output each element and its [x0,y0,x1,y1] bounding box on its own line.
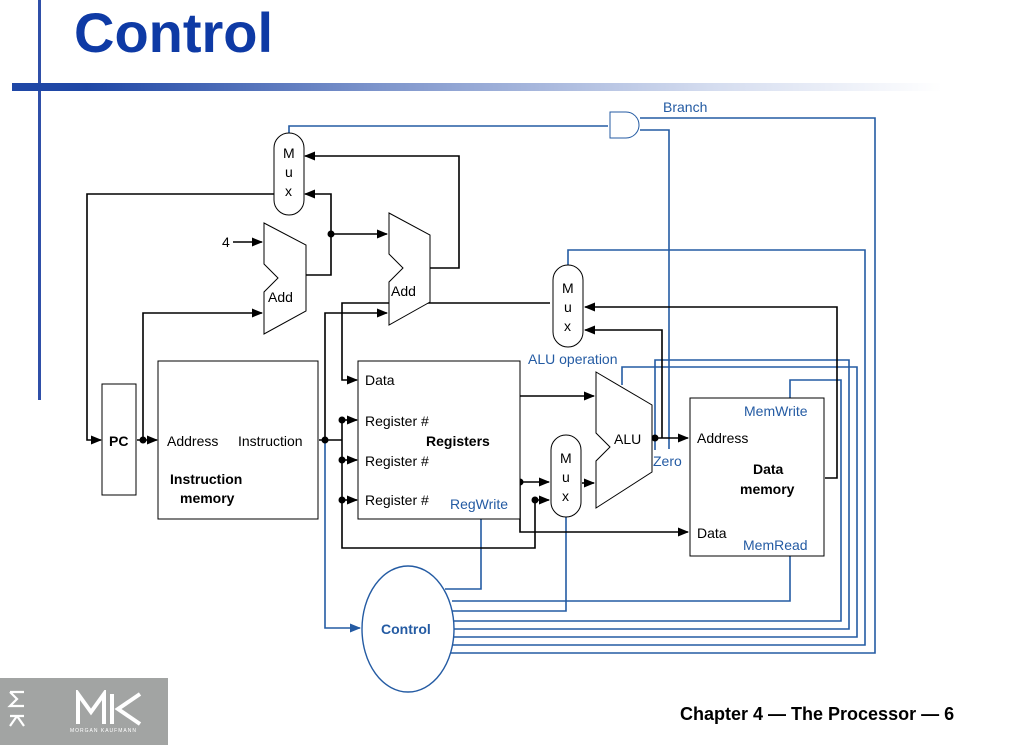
imem-name-line2: memory [180,490,235,506]
mux3-letter-u: u [562,469,570,485]
mux1-letter-u: u [285,164,293,180]
mux2-letter-u: u [564,299,572,315]
reg-register2-label: Register # [365,453,429,469]
slide-footer: Chapter 4 — The Processor — 6 [680,704,955,724]
data-memory-block [689,397,825,557]
add1-label: Add [268,289,293,305]
mux1-letter-m: M [283,145,295,161]
branch-and-gate [609,111,640,139]
dmem-name-line1: Data [753,461,784,477]
registers-name: Registers [426,433,490,449]
control-signal-wires [288,117,876,654]
imem-address-label: Address [167,433,218,449]
memwrite-label: MemWrite [744,403,808,419]
mux3-letter-m: M [560,450,572,466]
slide-title: Control [74,1,274,64]
pc-label: PC [109,433,128,449]
branch-adder [388,212,431,326]
register-file-block [357,360,521,520]
imem-name-line1: Instruction [170,471,242,487]
reg-register3-label: Register # [365,492,429,508]
dmem-address-label: Address [697,430,748,446]
mk-logo-icon [76,690,142,726]
memtoreg-mux [552,264,584,348]
pc-register [101,383,137,496]
add2-label: Add [391,283,416,299]
reg-data-label: Data [365,372,395,388]
mux2-letter-x: x [564,318,571,334]
dmem-data-label: Data [697,525,727,541]
slide-left-accent-bar [38,0,41,400]
mk-side-logo-icon [7,690,25,727]
dmem-name-line2: memory [740,481,795,497]
control-unit [361,565,455,693]
pc-source-mux [273,132,305,216]
title-underline [12,83,942,91]
memread-label: MemRead [743,537,808,553]
mux3-letter-x: x [562,488,569,504]
zero-label: Zero [653,453,682,469]
branch-label: Branch [663,99,707,115]
mux2-letter-m: M [562,280,574,296]
alu-block [595,371,653,509]
logo-subtext: MORGAN KAUFMANN [70,728,137,734]
alu-operation-label: ALU operation [528,351,618,367]
imem-instruction-label: Instruction [238,433,303,449]
instruction-memory-block [157,360,319,520]
alu-label: ALU [614,431,641,447]
publisher-logo: MORGAN KAUFMANN [0,678,168,745]
regwrite-label: RegWrite [450,496,508,512]
pc-adder [263,222,307,335]
alusrc-mux [550,434,582,518]
control-label: Control [381,621,431,637]
reg-register1-label: Register # [365,413,429,429]
mux1-letter-x: x [285,183,292,199]
constant-four: 4 [222,234,230,250]
